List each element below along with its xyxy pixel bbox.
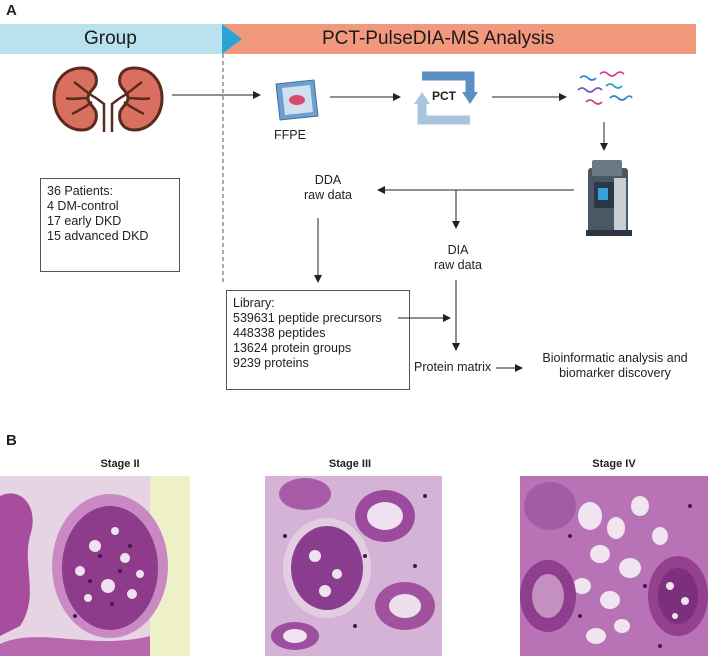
pct-cycle-icon (414, 71, 478, 125)
patients-box: 36 Patients: 4 DM-control 17 early DKD 1… (40, 178, 180, 272)
stage-3-title: Stage III (328, 458, 372, 470)
kidneys-icon (52, 66, 164, 132)
bioinformatic-line: biomarker discovery (559, 366, 671, 380)
panel-a-letter: A (6, 2, 17, 19)
dda-label: DDA raw data (298, 173, 358, 203)
dda-label-line: DDA (314, 173, 342, 187)
bioinformatic-label: Bioinformatic analysis and biomarker dis… (530, 351, 700, 381)
dashed-divider (222, 54, 224, 284)
patients-line: 17 early DKD (47, 214, 122, 228)
dia-label-line: raw data (434, 258, 482, 272)
histology-stage-4-image (520, 476, 708, 656)
protein-matrix-label: Protein matrix (414, 360, 492, 374)
peptides-icon (577, 71, 633, 105)
library-line: 539631 peptide precursors (233, 311, 382, 325)
group-banner: Group (0, 24, 222, 54)
histology-stage-3-image (265, 476, 442, 656)
analysis-banner: PCT-PulseDIA-MS Analysis (222, 24, 696, 54)
stage-2-title: Stage II (100, 458, 140, 470)
library-box: Library: 539631 peptide precursors 44833… (226, 290, 410, 390)
analysis-banner-label: PCT-PulseDIA-MS Analysis (322, 28, 555, 49)
banner-arrow-icon (222, 24, 242, 54)
stage-4-title: Stage IV (592, 458, 636, 470)
library-line: 13624 protein groups (233, 341, 352, 355)
dda-label-line: raw data (304, 188, 352, 202)
group-banner-label: Group (84, 28, 137, 49)
histology-stage-2-image (0, 476, 190, 656)
mass-spectrometer-icon (586, 160, 632, 236)
bioinformatic-line: Bioinformatic analysis and (542, 351, 688, 365)
dia-label: DIA raw data (428, 243, 488, 273)
workflow-arrows (172, 91, 608, 372)
library-line: Library: (233, 296, 275, 310)
patients-line: 36 Patients: (47, 184, 114, 198)
dia-label-line: DIA (447, 243, 469, 257)
ffpe-block-icon (275, 79, 319, 121)
library-line: 448338 peptides (233, 326, 326, 340)
pct-label: PCT (432, 89, 456, 103)
ffpe-label: FFPE (274, 128, 306, 142)
patients-line: 4 DM-control (47, 199, 119, 213)
patients-line: 15 advanced DKD (47, 229, 149, 243)
panel-b-letter: B (6, 432, 17, 449)
library-line: 9239 proteins (233, 356, 309, 370)
